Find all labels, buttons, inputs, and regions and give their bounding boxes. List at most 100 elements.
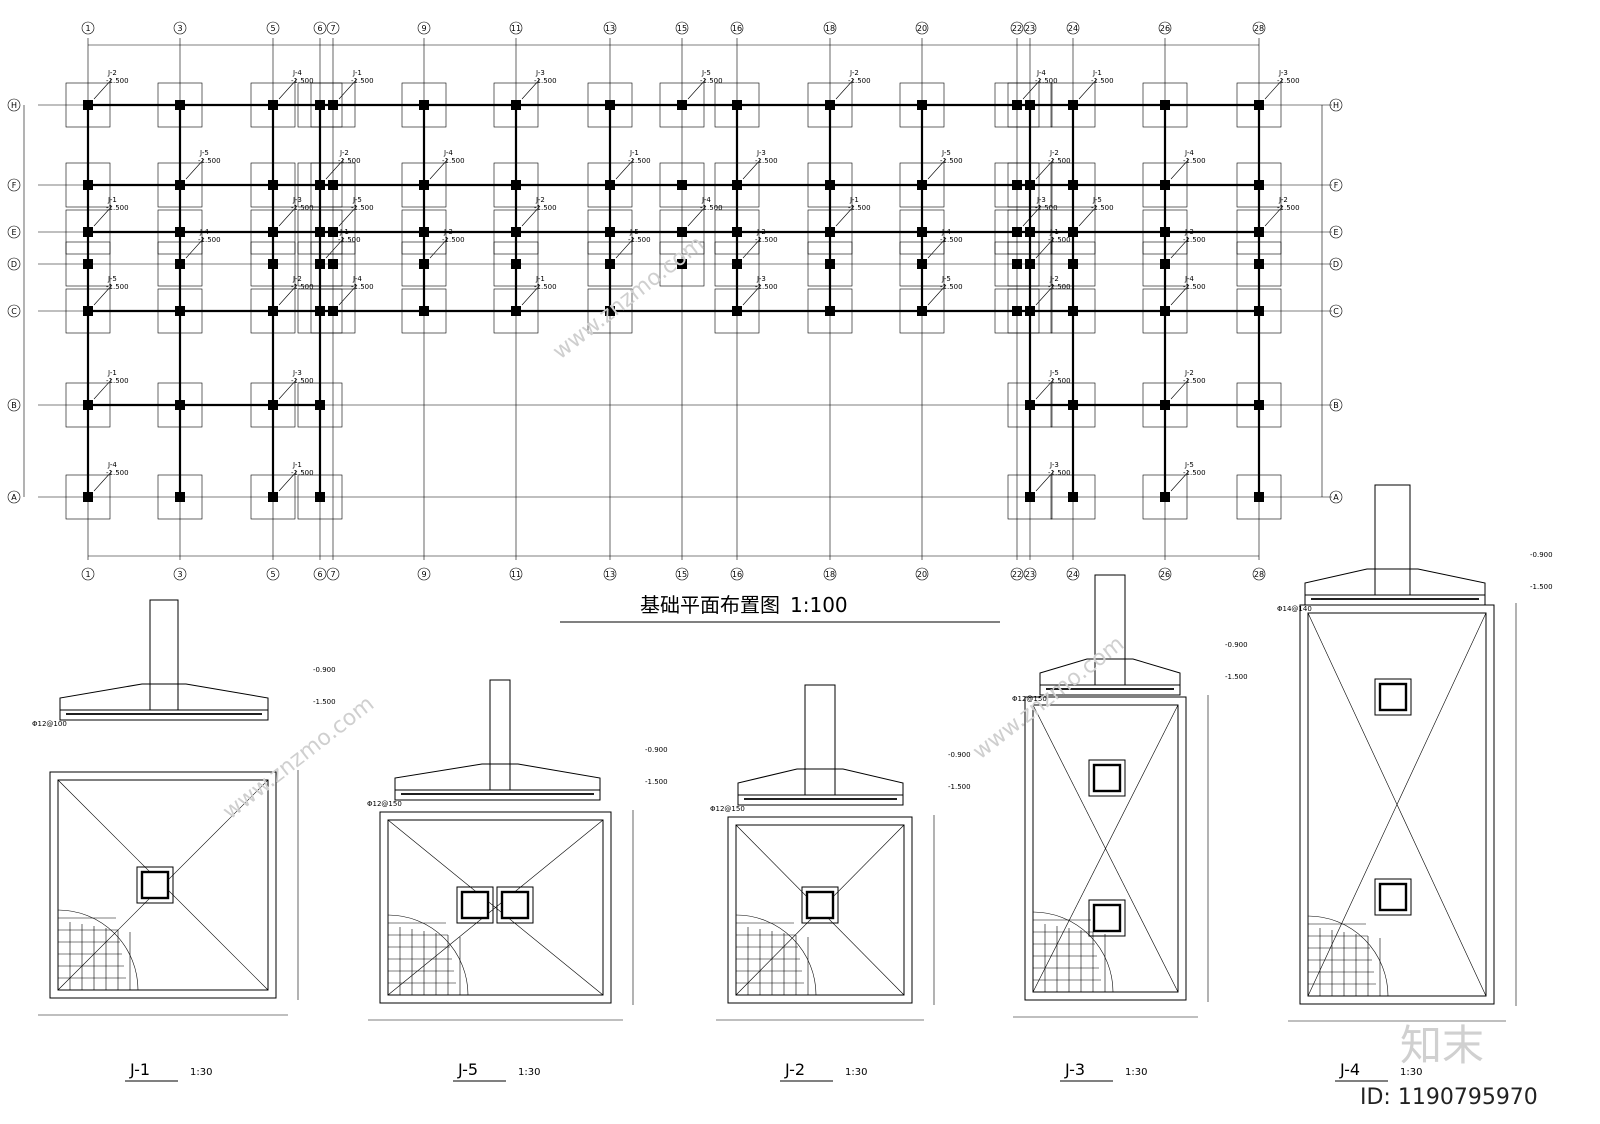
section-base	[394, 789, 601, 801]
leader-line	[927, 237, 947, 259]
axis-label-y: E	[1333, 228, 1338, 237]
footing-tag: J-2	[849, 69, 859, 77]
footing-elevation: -1.500	[106, 377, 129, 385]
axis-bubble-x	[313, 567, 327, 581]
column-square	[1378, 682, 1408, 712]
axis-label-x: 7	[330, 570, 335, 579]
footing-tag: J-5	[1049, 369, 1059, 377]
axis-bubble-x	[915, 21, 929, 35]
axis-label-x: 3	[177, 570, 182, 579]
axis-bubble-y	[1329, 304, 1343, 318]
footing-tag: J-1	[352, 69, 362, 77]
column-stem	[149, 599, 179, 711]
footing-elevation: -1.500	[848, 77, 871, 85]
footing-tag: J-5	[701, 69, 711, 77]
plan-outline-inner	[57, 779, 269, 991]
plan-outline-outer	[727, 816, 913, 1004]
leader-line	[742, 237, 762, 259]
axis-label-y: F	[12, 181, 17, 190]
axis-label-x: 16	[732, 24, 742, 33]
footing-elevation: -1.500	[1183, 283, 1206, 291]
footing-elevation: -1.500	[442, 236, 465, 244]
column-square	[1092, 763, 1122, 793]
axis-bubble-x	[1023, 21, 1037, 35]
footing-tag: J-2	[1049, 149, 1059, 157]
plan-outline-outer	[1024, 696, 1187, 1001]
footing-tag: J-4	[107, 461, 117, 469]
section-slope	[1304, 568, 1486, 595]
axis-bubble-x	[1158, 567, 1172, 581]
watermark-site: www.znzmo.com	[548, 231, 709, 364]
footing-elevation: -1.500	[351, 283, 374, 291]
footing-elevation: -1.500	[755, 236, 778, 244]
footing-elevation: -1.500	[534, 77, 557, 85]
footing-elevation: -1.500	[106, 283, 129, 291]
footing-elevation: -1.500	[1277, 77, 1300, 85]
axis-bubble-x	[81, 21, 95, 35]
axis-bubble-y	[7, 490, 21, 504]
plan-outline-outer	[379, 811, 612, 1004]
axis-label-x: 13	[605, 570, 615, 579]
leader-line	[93, 470, 113, 492]
footing-tag: J-1	[535, 275, 545, 283]
axis-bubble-x	[730, 21, 744, 35]
leader-line	[521, 284, 541, 306]
footing-tag: J-1	[107, 369, 117, 377]
plan-outline-outer	[49, 771, 277, 999]
leader-line	[1022, 78, 1042, 100]
footing-tag: J-5	[941, 275, 951, 283]
plan-title: 基础平面布置图	[640, 593, 780, 617]
axis-label-y: F	[1334, 181, 1339, 190]
axis-label-x: 5	[270, 24, 275, 33]
axis-label-y: B	[11, 401, 17, 410]
axis-label-x: 23	[1025, 24, 1035, 33]
axis-label-x: 20	[917, 24, 927, 33]
detail-scale: 1:30	[518, 1067, 540, 1078]
footing-tag: J-1	[292, 461, 302, 469]
column-square	[460, 890, 490, 920]
axis-label-y: D	[1333, 260, 1339, 269]
footing-elevation: -1.500	[940, 236, 963, 244]
leader-line	[1078, 205, 1098, 227]
column-stem	[1374, 484, 1411, 596]
axis-label-x: 1	[85, 570, 90, 579]
section-base	[1304, 594, 1486, 606]
column-outline	[801, 886, 839, 924]
footing-elevation: -1.500	[1048, 157, 1071, 165]
axis-label-y: C	[11, 307, 17, 316]
leader-line	[1078, 78, 1098, 100]
axis-bubble-x	[823, 21, 837, 35]
footing-tag: J-2	[1184, 369, 1194, 377]
footing-elevation: -1.500	[291, 204, 314, 212]
leader-line	[1170, 158, 1190, 180]
mesh-arc	[57, 909, 139, 991]
axis-label-y: A	[11, 493, 17, 502]
elevation-bottom: -1.500	[645, 778, 668, 786]
leader-line	[1035, 237, 1055, 259]
footing-tag: J-4	[352, 275, 362, 283]
axis-bubble-y	[1329, 490, 1343, 504]
leader-line	[1035, 470, 1055, 492]
footing-elevation: -1.500	[700, 77, 723, 85]
mesh-arc	[1032, 911, 1114, 993]
axis-bubble-y	[7, 398, 21, 412]
footing-elevation: -1.500	[1048, 469, 1071, 477]
footing-elevation: -1.500	[628, 157, 651, 165]
axis-label-y: D	[11, 260, 17, 269]
leader-line	[338, 205, 358, 227]
footing-elevation: -1.500	[351, 204, 374, 212]
axis-bubble-x	[1252, 567, 1266, 581]
footing-elevation: -1.500	[291, 377, 314, 385]
plan-outline-inner	[1032, 704, 1179, 993]
footing-tag: J-4	[701, 196, 711, 204]
column-square	[1378, 882, 1408, 912]
plan-outline-inner	[387, 819, 604, 996]
axis-bubble-x	[1010, 567, 1024, 581]
footing-elevation: -1.500	[940, 283, 963, 291]
leader-line	[521, 205, 541, 227]
watermark-site: www.znzmo.com	[968, 631, 1129, 764]
footing-tag: J-2	[1278, 196, 1288, 204]
leader-line	[278, 378, 298, 400]
footing-tag: J-3	[1036, 196, 1046, 204]
axis-label-y: A	[1333, 493, 1339, 502]
